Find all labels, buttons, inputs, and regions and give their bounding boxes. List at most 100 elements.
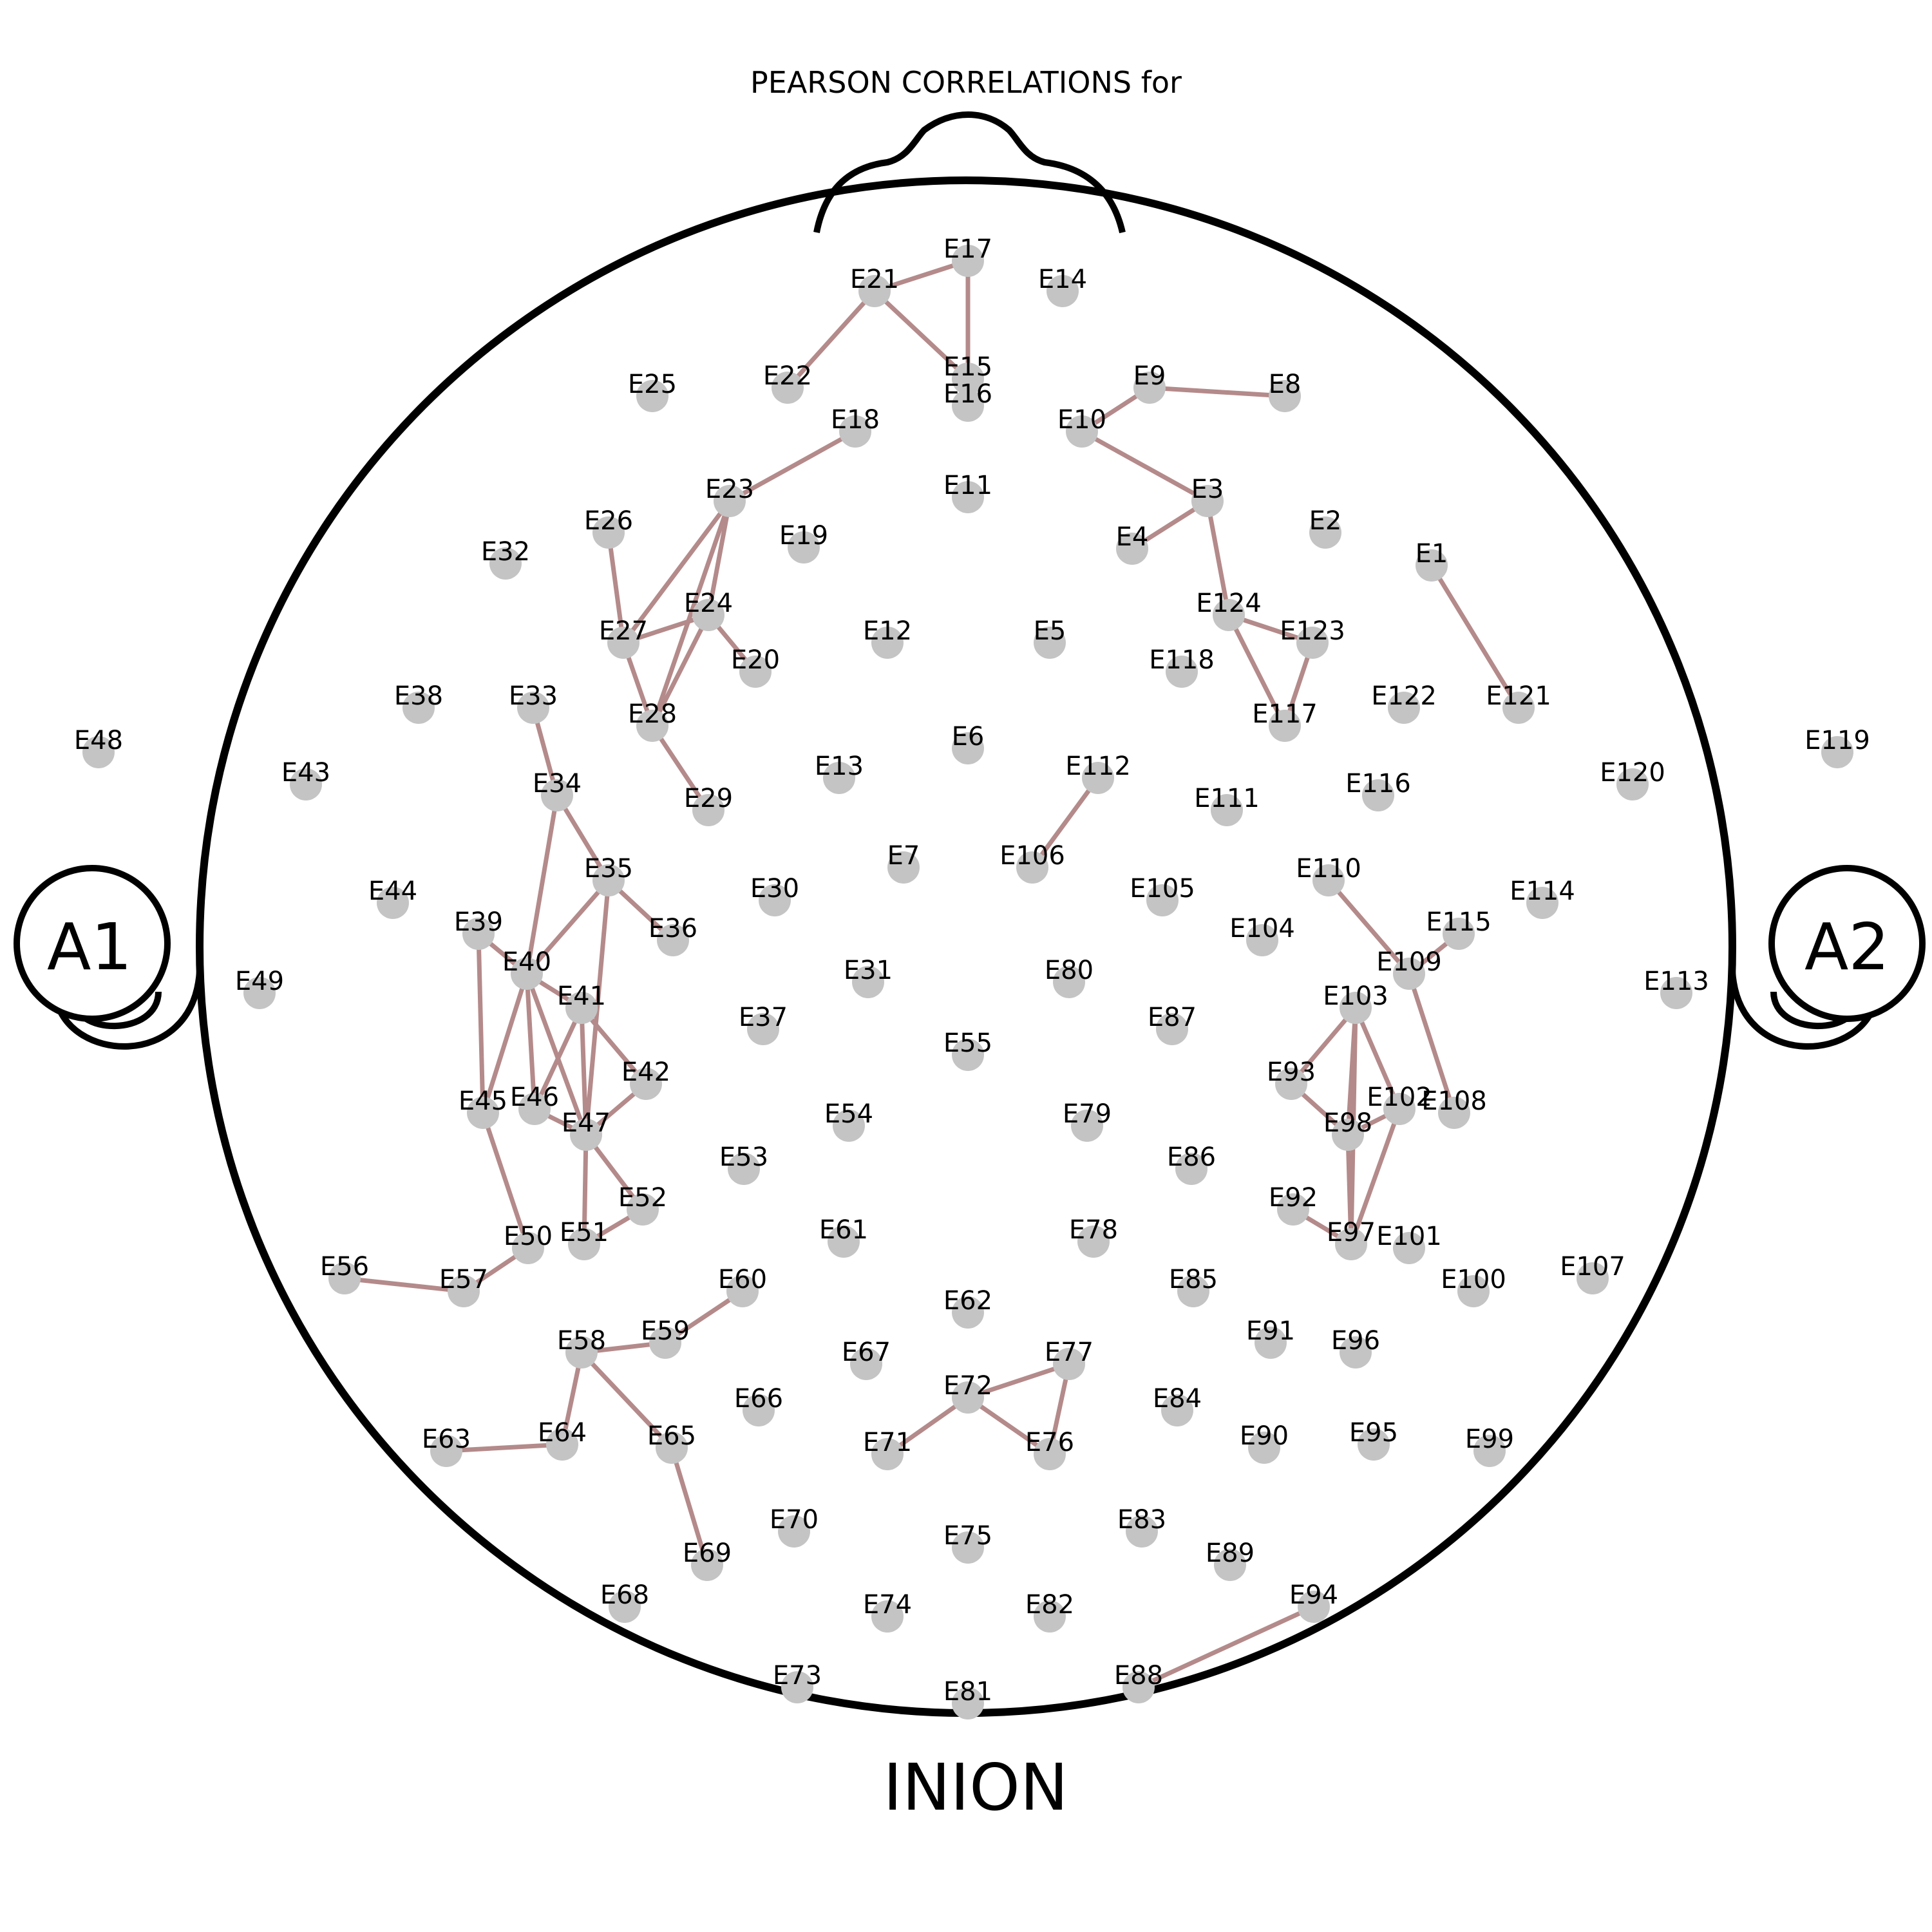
electrode-dot bbox=[852, 966, 884, 998]
correlation-link-e98-e97 bbox=[1345, 1132, 1354, 1247]
electrode-label: E31 bbox=[844, 956, 893, 985]
electrode-e109: E109 bbox=[1376, 947, 1442, 990]
electrode-dot bbox=[1275, 1068, 1307, 1100]
electrode-e19: E19 bbox=[779, 521, 828, 564]
electrode-label: E119 bbox=[1804, 726, 1870, 755]
electrode-label: E80 bbox=[1045, 956, 1094, 985]
electrode-label: E9 bbox=[1133, 361, 1166, 391]
electrode-label: E58 bbox=[557, 1326, 606, 1356]
electrode-label: E57 bbox=[439, 1265, 488, 1294]
electrode-e40: E40 bbox=[502, 947, 551, 990]
electrode-dot bbox=[1166, 656, 1198, 688]
electrode-dot bbox=[607, 627, 639, 659]
electrode-dot bbox=[541, 779, 573, 811]
electrode-label: E101 bbox=[1376, 1222, 1442, 1251]
electrode-e103: E103 bbox=[1323, 981, 1388, 1024]
correlation-link-e34-e40 bbox=[524, 793, 560, 976]
electrode-dot bbox=[1393, 1232, 1425, 1264]
electrode-dot bbox=[1161, 1394, 1193, 1426]
electrode-dot bbox=[1046, 275, 1079, 307]
electrode-label: E112 bbox=[1065, 752, 1131, 781]
electrode-e89: E89 bbox=[1206, 1539, 1255, 1581]
electrode-label: E120 bbox=[1600, 758, 1665, 788]
electrode-label: E12 bbox=[863, 616, 912, 646]
electrode-dot bbox=[788, 531, 820, 564]
electrode-e18: E18 bbox=[831, 405, 880, 448]
electrode-e79: E79 bbox=[1063, 1099, 1112, 1142]
electrode-dot bbox=[1034, 1438, 1066, 1470]
electrode-e44: E44 bbox=[368, 876, 417, 919]
correlation-link-e35-e40 bbox=[524, 878, 611, 976]
electrode-label: E43 bbox=[281, 758, 330, 788]
electrode-dot bbox=[517, 692, 549, 724]
electrode-label: E56 bbox=[320, 1252, 369, 1282]
electrode-e102: E102 bbox=[1367, 1083, 1432, 1125]
correlation-link-e34-e35 bbox=[554, 793, 611, 883]
electrode-e5: E5 bbox=[1034, 616, 1066, 659]
electrode-e4: E4 bbox=[1116, 522, 1148, 565]
electrode-dot bbox=[512, 1232, 544, 1264]
electrode-e69: E69 bbox=[683, 1539, 732, 1581]
electrode-label: E79 bbox=[1063, 1099, 1112, 1129]
electrode-e111: E111 bbox=[1194, 784, 1260, 826]
electrode-e25: E25 bbox=[628, 370, 677, 412]
electrode-dot bbox=[1438, 1097, 1470, 1129]
electrode-dot bbox=[1526, 887, 1558, 919]
electrode-e92: E92 bbox=[1269, 1183, 1318, 1226]
electrode-e32: E32 bbox=[481, 537, 530, 580]
electrode-label: E63 bbox=[422, 1425, 471, 1454]
electrode-dot bbox=[743, 1394, 775, 1426]
correlation-link-e110-e109 bbox=[1326, 878, 1412, 976]
electrode-label: E96 bbox=[1331, 1326, 1380, 1356]
electrode-e58: E58 bbox=[557, 1326, 606, 1368]
electrode-e120: E120 bbox=[1600, 758, 1665, 800]
electrode-dot bbox=[1082, 762, 1114, 794]
electrode-dot bbox=[328, 1262, 361, 1294]
electrode-label: E44 bbox=[368, 876, 417, 906]
electrode-dot bbox=[1133, 372, 1166, 404]
electrode-label: E37 bbox=[739, 1003, 788, 1032]
electrode-label: E118 bbox=[1149, 645, 1215, 675]
electrode-label: E20 bbox=[731, 645, 780, 675]
electrode-dot bbox=[759, 884, 791, 916]
electrode-label: E92 bbox=[1269, 1183, 1318, 1213]
electrode-label: E29 bbox=[684, 784, 733, 813]
electrode-e55: E55 bbox=[943, 1028, 992, 1071]
electrode-label: E52 bbox=[618, 1183, 667, 1213]
electrode-dot bbox=[82, 736, 115, 768]
electrode-e45: E45 bbox=[459, 1086, 507, 1129]
electrode-e87: E87 bbox=[1148, 1003, 1197, 1045]
electrode-label: E1 bbox=[1416, 539, 1448, 569]
electrode-dot bbox=[448, 1275, 480, 1307]
correlation-link-e72-e76 bbox=[965, 1395, 1052, 1457]
electrode-label: E100 bbox=[1441, 1265, 1506, 1294]
electrode-label: E28 bbox=[628, 699, 677, 729]
electrode-label: E11 bbox=[943, 471, 992, 500]
electrode-dot bbox=[887, 851, 920, 884]
correlation-link-e41-e46 bbox=[532, 1005, 584, 1112]
electrode-dot bbox=[518, 1093, 551, 1125]
electrode-dot bbox=[402, 692, 435, 724]
electrode-e37: E37 bbox=[739, 1003, 788, 1045]
electrode-dot bbox=[568, 1228, 600, 1260]
electrode-label: E116 bbox=[1345, 769, 1411, 799]
electrode-e85: E85 bbox=[1169, 1265, 1218, 1307]
electrode-dot bbox=[570, 1119, 602, 1151]
electrode-e101: E101 bbox=[1376, 1222, 1442, 1264]
electrode-e119: E119 bbox=[1804, 726, 1870, 768]
electrode-dot bbox=[1211, 794, 1243, 826]
electrode-dot bbox=[1246, 924, 1278, 956]
electrode-dot bbox=[1213, 599, 1245, 631]
electrode-label: E107 bbox=[1560, 1252, 1625, 1282]
electrode-dot bbox=[1335, 1228, 1367, 1260]
electrode-dot bbox=[630, 1068, 662, 1100]
electrode-e105: E105 bbox=[1130, 874, 1195, 916]
electrode-dot bbox=[565, 992, 598, 1024]
correlation-link-e40-e47 bbox=[524, 971, 589, 1137]
electrode-dot bbox=[1175, 1153, 1208, 1185]
electrode-e17: E17 bbox=[943, 234, 992, 277]
electrode-dot bbox=[778, 1515, 810, 1548]
electrode-dot bbox=[952, 1531, 984, 1564]
electrode-e74: E74 bbox=[863, 1590, 912, 1633]
electrode-e14: E14 bbox=[1038, 265, 1087, 307]
